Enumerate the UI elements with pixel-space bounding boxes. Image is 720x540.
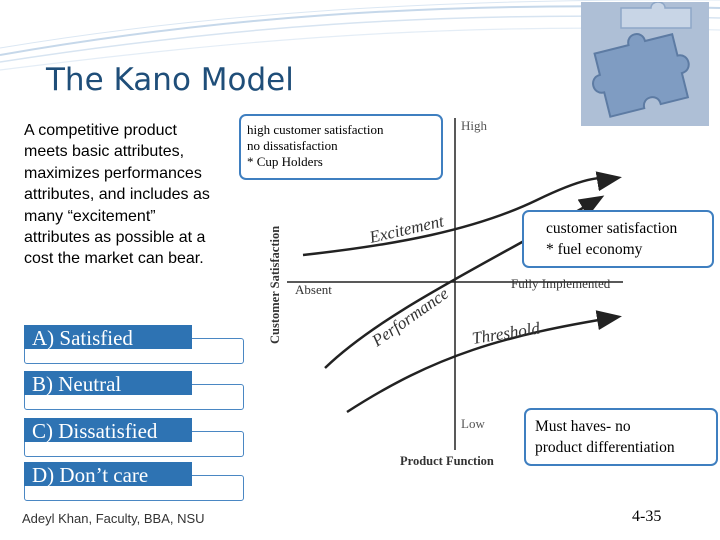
y-axis-title: Customer Satisfaction — [268, 226, 282, 344]
performance-label: Performance — [368, 284, 453, 351]
threshold-callout-line: Must haves- no — [535, 418, 631, 435]
threshold-callout-line: product differentiation — [535, 439, 675, 456]
threshold-curve — [346, 310, 622, 414]
excitement-curve — [302, 171, 622, 257]
answer-option-a[interactable]: A) Satisfied — [24, 325, 192, 350]
x-absent-label: Absent — [295, 282, 332, 297]
excitement-label: Excitement — [367, 211, 447, 247]
puzzle-image — [581, 1, 709, 126]
kano-diagram: High Low Absent Fully Implemented Produc… — [268, 118, 623, 468]
y-low-label: Low — [461, 416, 485, 431]
puzzle-piece-icon — [581, 1, 709, 126]
intro-paragraph: A competitive product meets basic attrib… — [24, 122, 210, 268]
answer-option-c[interactable]: C) Dissatisfied — [24, 418, 192, 443]
excitement-callout-line: * Cup Holders — [247, 154, 323, 169]
y-high-label: High — [461, 118, 488, 133]
page-number: 4-35 — [632, 508, 662, 525]
excitement-callout-line: no dissatisfaction — [247, 138, 338, 153]
performance-callout-line: customer satisfaction — [546, 220, 678, 237]
answer-option-b[interactable]: B) Neutral — [24, 371, 192, 396]
slide-title: The Kano Model — [46, 62, 294, 98]
footer-author: Adeyl Khan, Faculty, BBA, NSU — [22, 511, 205, 526]
x-axis-title: Product Function — [400, 454, 494, 468]
excitement-callout: high customer satisfaction no dissatisfa… — [239, 114, 443, 180]
performance-callout-line: * fuel economy — [546, 241, 643, 258]
threshold-label: Threshold — [471, 318, 542, 348]
performance-callout: customer satisfaction * fuel economy — [522, 210, 714, 268]
excitement-callout-line: high customer satisfaction — [247, 122, 384, 137]
x-fully-implemented-label: Fully Implemented — [511, 276, 611, 291]
threshold-callout: Must haves- no product differentiation — [524, 408, 718, 466]
answer-option-d[interactable]: D) Don’t care — [24, 462, 192, 487]
